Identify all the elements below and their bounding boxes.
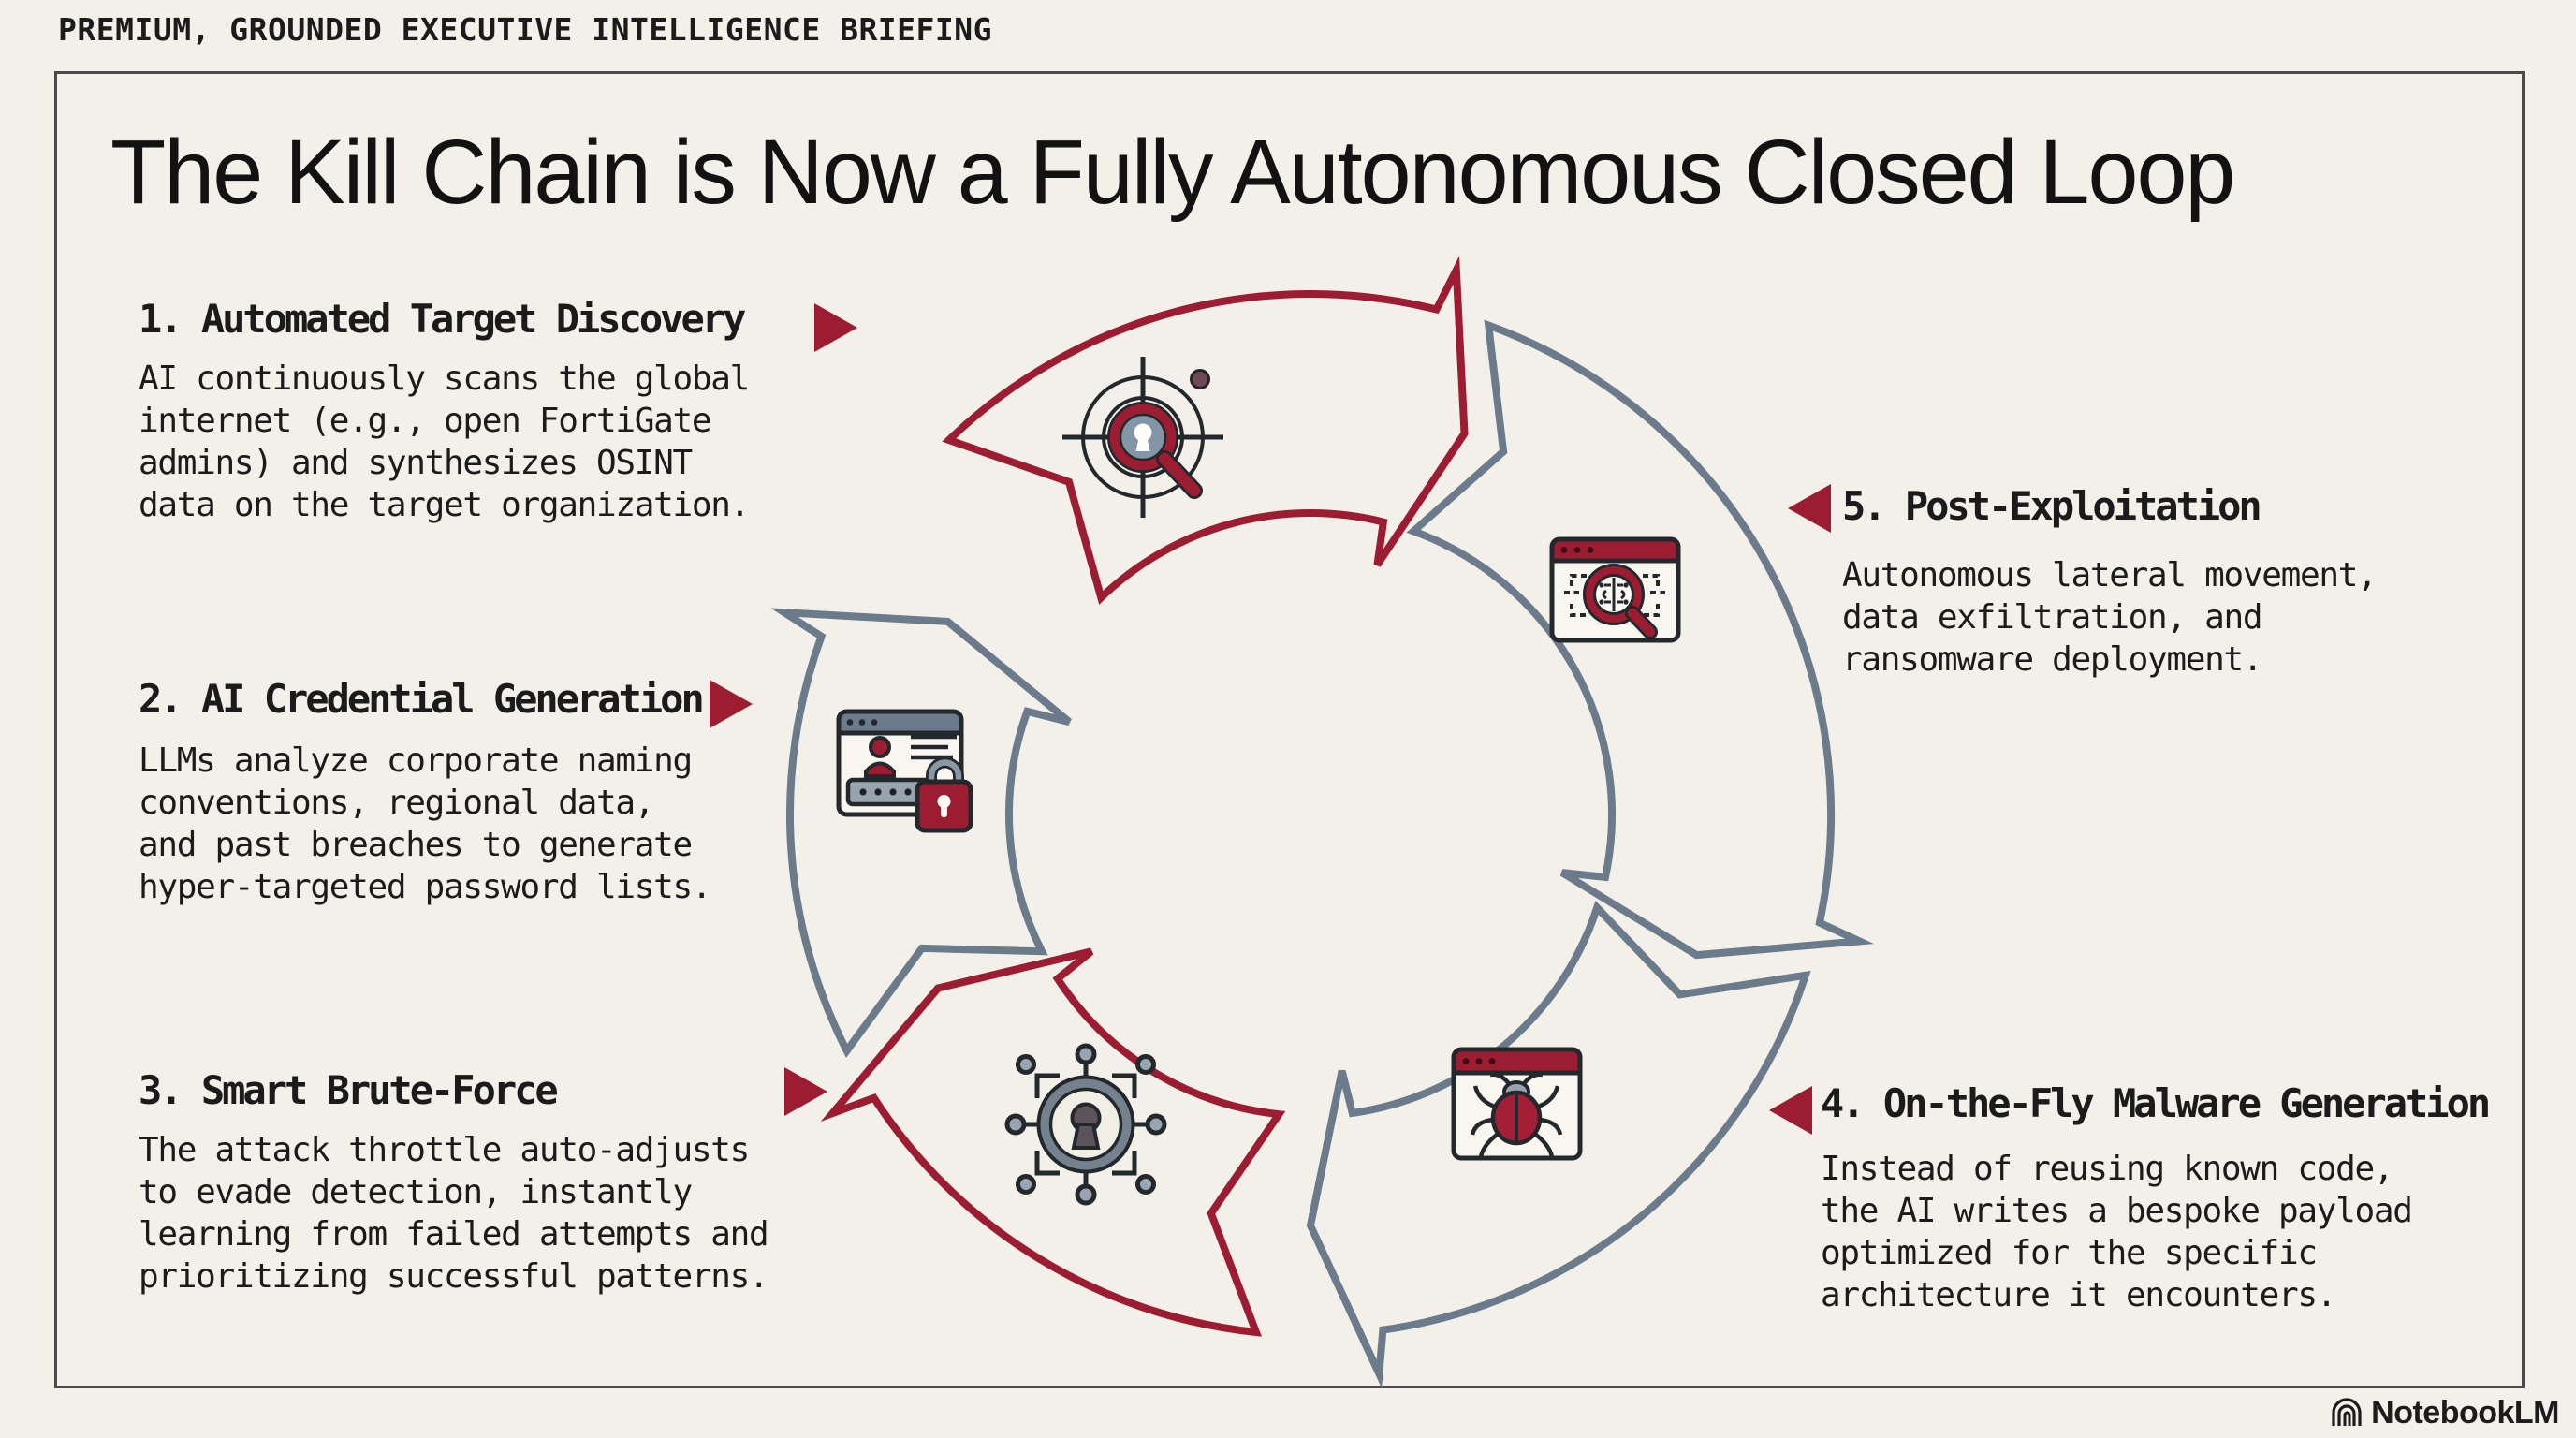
notebooklm-wordmark: NotebookLM (2371, 1395, 2559, 1431)
step-2-heading: 2. AI Credential Generation (139, 676, 705, 722)
step-4-heading: 4. On-the-Fly Malware Generation (1821, 1080, 2491, 1126)
network-node (1135, 1174, 1156, 1195)
step-2-marker-icon (710, 680, 753, 728)
eyebrow-label: PREMIUM, GROUNDED EXECUTIVE INTELLIGENCE… (58, 11, 993, 48)
notebooklm-logo-icon (2332, 1397, 2362, 1426)
step-1-heading: 1. Automated Target Discovery (139, 296, 746, 342)
content-frame (54, 71, 2525, 1388)
step-5-heading: 5. Post-Exploitation (1842, 483, 2262, 529)
brain-circuit (1602, 578, 1626, 611)
bug-icon (1470, 1072, 1563, 1158)
network-node (1145, 1113, 1167, 1136)
step-1-automated-target-discovery: 1. Automated Target Discovery AI continu… (139, 296, 750, 526)
network-node (1075, 1183, 1097, 1206)
window-dot (871, 719, 878, 726)
step-1-body: AI continuously scans the global interne… (139, 360, 750, 524)
step-3-body: The attack throttle auto-adjusts to evad… (139, 1131, 769, 1296)
bug-browser-icon (1451, 1047, 1583, 1161)
step-4-body: Instead of reusing known code, the AI wr… (1821, 1150, 2413, 1314)
window-dot (858, 719, 866, 726)
step-3-heading: 3. Smart Brute-Force (139, 1067, 559, 1113)
step-1-marker-icon (814, 303, 857, 352)
step-4-marker-icon (1769, 1086, 1812, 1135)
network-node (1016, 1054, 1036, 1075)
step-4-on-the-fly-malware-generation: 4. On-the-Fly Malware Generation Instead… (1821, 1080, 2491, 1316)
step-5-body: Autonomous lateral movement, data exfilt… (1842, 556, 2378, 679)
page-title: The Kill Chain is Now a Fully Autonomous… (110, 121, 2235, 223)
step-3-smart-brute-force: 3. Smart Brute-Force The attack throttle… (139, 1067, 769, 1298)
target-dot (1190, 369, 1210, 389)
step-5-marker-icon (1788, 484, 1831, 533)
network-node (1075, 1043, 1097, 1065)
step-3-marker-icon (784, 1067, 827, 1116)
user-icon (869, 736, 891, 758)
target-search-icon (1062, 357, 1223, 518)
network-node (1016, 1174, 1036, 1195)
keyhole-network-icon (1004, 1043, 1167, 1206)
step-5-post-exploitation: 5. Post-Exploitation Autonomous lateral … (1842, 483, 2378, 681)
step-2-ai-credential-generation: 2. AI Credential Generation LLMs analyze… (139, 676, 712, 908)
step-2-body: LLMs analyze corporate naming convention… (139, 741, 712, 906)
notebooklm-watermark: NotebookLM (2330, 1395, 2559, 1431)
network-node (1135, 1054, 1156, 1075)
window-dot (846, 719, 854, 726)
network-node (1004, 1113, 1027, 1136)
cycle-arrow-top (942, 256, 1469, 605)
credential-browser-icon (836, 709, 973, 833)
brain-search-browser-icon (1549, 536, 1681, 643)
